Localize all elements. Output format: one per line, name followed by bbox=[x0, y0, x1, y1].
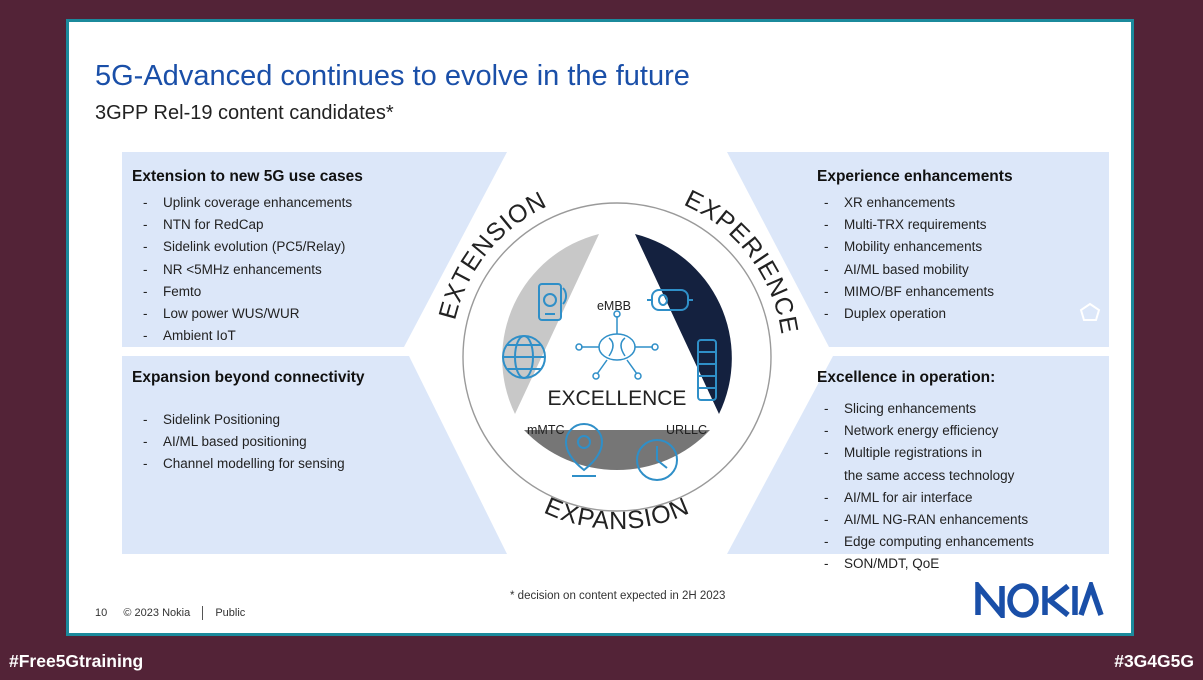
list-item: Slicing enhancements bbox=[820, 398, 1034, 420]
list-item: Mobility enhancements bbox=[820, 236, 994, 258]
list-item: SON/MDT, QoE bbox=[820, 553, 1034, 575]
classification: Public bbox=[215, 606, 246, 619]
list-item: XR enhancements bbox=[820, 192, 994, 214]
slide-footer: 10 © 2023 Nokia Public bbox=[95, 606, 245, 620]
globe-icon bbox=[502, 335, 546, 379]
extension-panel-title: Extension to new 5G use cases bbox=[132, 168, 363, 185]
robot-arm-icon bbox=[697, 339, 717, 401]
list-item: AI/ML for air interface bbox=[820, 487, 1034, 509]
excellence-list: Slicing enhancements Network energy effi… bbox=[820, 398, 1034, 576]
location-pin-icon bbox=[564, 423, 604, 477]
experience-list: XR enhancements Multi-TRX requirements M… bbox=[820, 192, 994, 325]
slide: 5G-Advanced continues to evolve in the f… bbox=[66, 19, 1134, 636]
excellence-panel-title: Excellence in operation: bbox=[817, 369, 996, 386]
vr-headset-icon bbox=[647, 289, 693, 311]
list-item: MIMO/BF enhancements bbox=[820, 281, 994, 303]
hashtag-left: #Free5Gtraining bbox=[9, 651, 144, 671]
expansion-segment bbox=[524, 430, 710, 471]
list-item: AI/ML based positioning bbox=[139, 431, 345, 453]
list-item: Edge computing enhancements bbox=[820, 531, 1034, 553]
list-item: Channel modelling for sensing bbox=[139, 453, 345, 475]
list-item: Network energy efficiency bbox=[820, 420, 1034, 442]
ai-brain-icon bbox=[575, 310, 659, 380]
experience-segment bbox=[635, 234, 732, 414]
list-item: Sidelink Positioning bbox=[139, 409, 345, 431]
list-item: Multi-TRX requirements bbox=[820, 214, 994, 236]
list-item: the same access technology bbox=[844, 467, 1015, 483]
list-item: Femto bbox=[139, 281, 352, 303]
list-item: NTN for RedCap bbox=[139, 214, 352, 236]
experience-panel-title: Experience enhancements bbox=[817, 168, 1013, 185]
list-item: Uplink coverage enhancements bbox=[139, 192, 352, 214]
list-item: AI/ML NG-RAN enhancements bbox=[820, 509, 1034, 531]
slide-title: 5G-Advanced continues to evolve in the f… bbox=[95, 60, 690, 92]
list-item: Ambient IoT bbox=[139, 325, 352, 347]
page-number: 10 bbox=[95, 606, 108, 619]
list-item: Low power WUS/WUR bbox=[139, 303, 352, 325]
list-item: Sidelink evolution (PC5/Relay) bbox=[139, 236, 352, 258]
list-item: AI/ML based mobility bbox=[820, 259, 994, 281]
pentagon-icon bbox=[1079, 302, 1101, 321]
embb-label: eMBB bbox=[597, 299, 631, 313]
hashtag-right: #3G4G5G bbox=[1114, 651, 1194, 671]
footnote: * decision on content expected in 2H 202… bbox=[510, 590, 726, 602]
copyright: © 2023 Nokia bbox=[123, 606, 191, 619]
list-item: NR <5MHz enhancements bbox=[139, 259, 352, 281]
expansion-list: Sidelink Positioning AI/ML based positio… bbox=[139, 409, 345, 476]
slide-subtitle: 3GPP Rel-19 content candidates* bbox=[95, 102, 394, 124]
footer-divider bbox=[202, 606, 204, 620]
mmtc-label: mMTC bbox=[527, 423, 565, 437]
urllc-label: URLLC bbox=[666, 423, 707, 437]
extension-list: Uplink coverage enhancements NTN for Red… bbox=[139, 192, 352, 347]
iot-device-icon bbox=[538, 283, 567, 321]
expansion-panel-title: Expansion beyond connectivity bbox=[132, 369, 365, 386]
excellence-center-label: EXCELLENCE bbox=[548, 387, 687, 410]
nokia-logo bbox=[975, 582, 1104, 618]
list-item: Duplex operation bbox=[820, 303, 994, 325]
list-item: Multiple registrations in bbox=[820, 442, 1034, 464]
clock-icon bbox=[636, 439, 678, 481]
